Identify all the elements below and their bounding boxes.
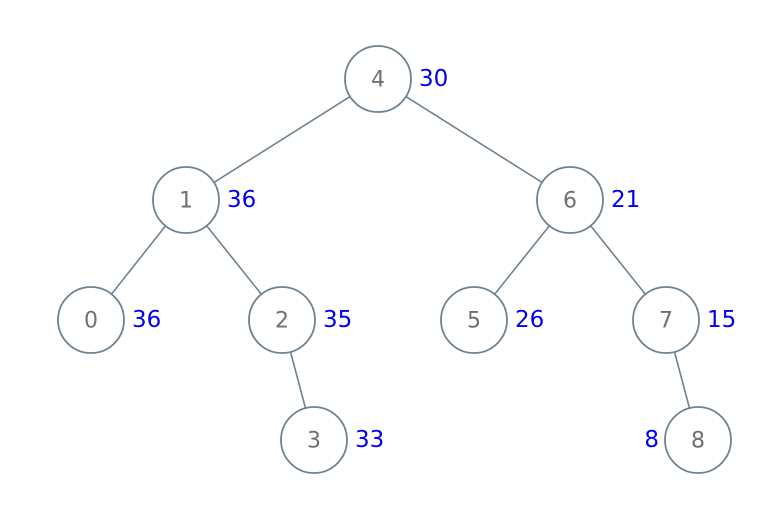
node-value-label: 15 (707, 307, 736, 333)
node-key-label: 8 (691, 429, 705, 454)
tree-node-8: 88 (644, 406, 732, 474)
node-key-label: 4 (371, 68, 385, 93)
node-circle (280, 406, 348, 474)
node-value-label: 36 (132, 307, 161, 333)
edges-layer (110, 95, 691, 409)
tree-node-5: 5 26 (440, 286, 544, 354)
node-key-label: 0 (84, 309, 98, 334)
node-value-label: 21 (611, 187, 640, 213)
node-value-label: 36 (227, 187, 256, 213)
node-key-label: 3 (307, 429, 321, 454)
node-circle (344, 45, 412, 113)
node-key-label: 6 (563, 189, 577, 214)
node-circle (57, 286, 125, 354)
node-value-label: 8 (644, 427, 659, 453)
node-circle (248, 286, 316, 354)
node-circle (632, 286, 700, 354)
node-value-label: 35 (323, 307, 352, 333)
tree-node-7: 7 15 (632, 286, 736, 354)
node-key-label: 7 (659, 309, 673, 334)
node-value-label: 33 (355, 427, 384, 453)
node-circle (664, 406, 732, 474)
node-value-label: 26 (515, 307, 544, 333)
node-key-label: 1 (179, 189, 193, 214)
edge-6-5 (493, 225, 551, 295)
node-circle (152, 166, 220, 234)
tree-node-1: 1 36 (152, 166, 256, 234)
node-key-label: 5 (467, 309, 481, 334)
edge-1-0 (110, 225, 167, 295)
tree-node-2: 2 35 (248, 286, 352, 354)
edge-2-3 (289, 351, 307, 409)
node-key-label: 2 (275, 309, 289, 334)
edge-7-8 (673, 351, 691, 409)
tree-node-0: 0 36 (57, 286, 161, 354)
tree-node-4: 4 30 (344, 45, 448, 113)
node-circle (440, 286, 508, 354)
edge-6-7 (589, 225, 647, 295)
node-value-label: 30 (419, 66, 448, 92)
tree-node-6: 6 21 (536, 166, 640, 234)
edge-4-1 (213, 95, 351, 184)
node-circle (536, 166, 604, 234)
edge-4-6 (405, 95, 543, 184)
edge-1-2 (205, 225, 263, 295)
